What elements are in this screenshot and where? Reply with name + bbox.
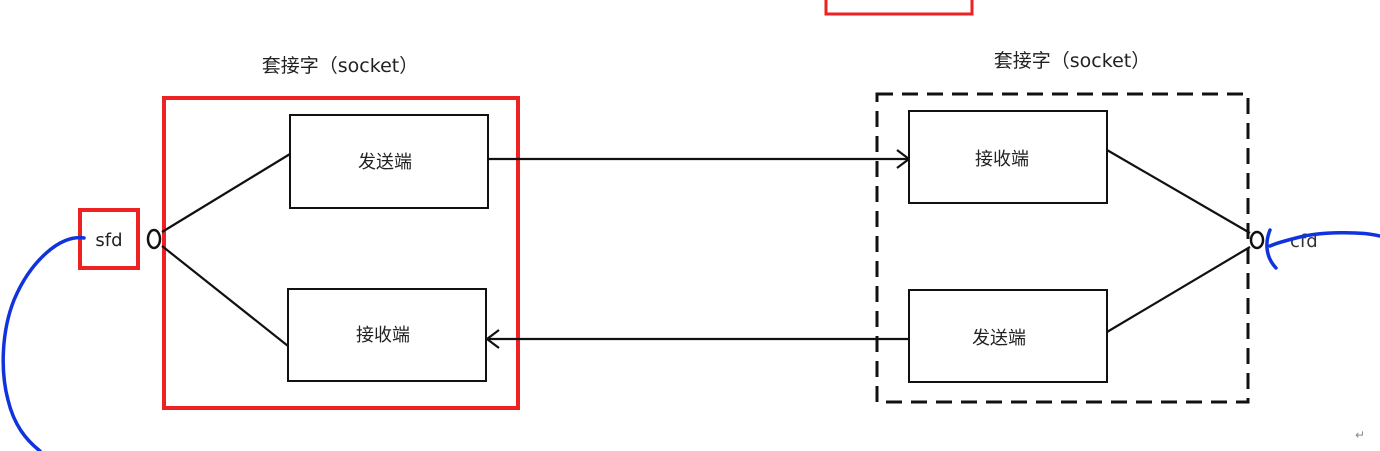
left-junction-line-top xyxy=(161,153,291,233)
right-send-box xyxy=(908,289,1108,383)
left-socket-highlight-box xyxy=(162,96,520,410)
top-highlight-box xyxy=(824,0,974,16)
paragraph-mark: ↵ xyxy=(1355,428,1365,442)
left-junction-line-bottom xyxy=(161,245,289,347)
left-pen-annotation xyxy=(1,235,86,451)
right-send-label: 发送端 xyxy=(972,328,1026,349)
left-recv-box xyxy=(287,288,487,382)
left-fd-node xyxy=(146,228,162,250)
right-pen-annotation xyxy=(1268,231,1380,248)
right-pen-arrowhead xyxy=(1265,228,1278,270)
right-fd-node xyxy=(1249,230,1265,250)
left-send-box xyxy=(289,114,489,209)
left-socket-title: 套接字（socket） xyxy=(262,55,418,77)
sfd-label: sfd xyxy=(95,230,122,251)
right-junction-line-top xyxy=(1106,149,1251,234)
right-socket-title: 套接字（socket） xyxy=(994,50,1150,72)
right-recv-label: 接收端 xyxy=(975,149,1029,170)
left-recv-label: 接收端 xyxy=(356,325,410,346)
right-junction-line-bottom xyxy=(1106,246,1251,333)
left-send-label: 发送端 xyxy=(358,152,412,173)
right-recv-box xyxy=(908,110,1108,204)
